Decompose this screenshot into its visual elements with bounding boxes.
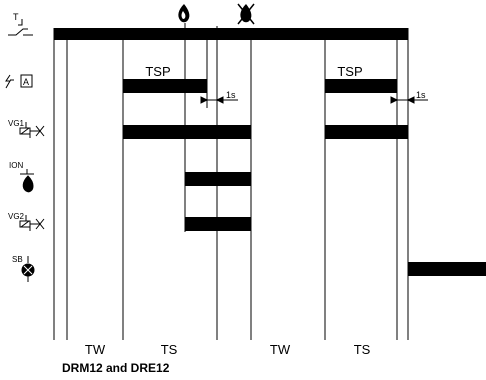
gas-valve-1-bar-1 [123, 125, 251, 139]
tsp-bar-2 [325, 79, 397, 93]
gas-valve-2-icon: VG2 [8, 212, 45, 231]
ionisation-icon: ION [9, 161, 34, 193]
lockout-lamp-icon: SB [12, 255, 35, 282]
phase-label: TW [85, 342, 106, 357]
thermostat-bar [54, 28, 408, 40]
thermostat-symbol-label: T [13, 12, 19, 22]
gas-valve-2-bar [185, 217, 251, 231]
flame-on-icon [178, 4, 190, 27]
ignition-transformer-symbol-label: A [23, 77, 29, 87]
flame-off-icon [237, 3, 255, 25]
tsp-label-2: TSP [337, 64, 362, 79]
delay-label-1: 1s [226, 90, 236, 100]
ionisation-symbol-label: ION [9, 161, 23, 170]
delay-indicator-1 [200, 96, 238, 104]
gas-valve-2-symbol-label: VG2 [8, 212, 25, 221]
gas-valve-1-icon: VG1 [8, 119, 45, 138]
gas-valve-1-symbol-label: VG1 [8, 119, 25, 128]
thermostat-icon: T [8, 12, 33, 36]
diagram-caption: DRM12 and DRE12 [62, 361, 170, 375]
gas-valve-1-bar-2 [325, 125, 408, 139]
phase-label: TS [161, 342, 178, 357]
tsp-bar-1 [123, 79, 207, 93]
phase-label: TW [270, 342, 291, 357]
delay-label-2: 1s [416, 90, 426, 100]
ignition-transformer-icon: A [5, 74, 33, 89]
lockout-symbol-label: SB [12, 255, 23, 264]
delay-indicator-2 [390, 96, 428, 104]
ionisation-bar [185, 172, 251, 186]
lockout-bar [408, 262, 486, 276]
tsp-label-1: TSP [145, 64, 170, 79]
phase-label: TS [354, 342, 371, 357]
